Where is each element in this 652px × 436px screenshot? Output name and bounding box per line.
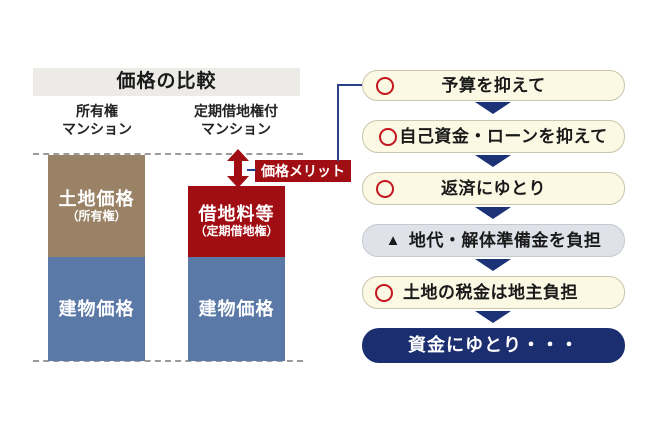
flow-step-label: 地代・解体準備金を負担 [408, 231, 602, 250]
flow-step-conclusion: 資金にゆとり・・・ [362, 328, 625, 363]
column-label-leasehold: 定期借地権付 マンション [166, 102, 306, 138]
flow-step-label: 返済にゆとり [441, 179, 546, 198]
circle-icon [376, 76, 394, 95]
bar-segment-sublabel: （定期借地権） [194, 224, 279, 238]
price-gap-arrow-icon [227, 149, 249, 188]
connector-line-vertical [337, 84, 339, 161]
flow-step-label: 資金にゆとり・・・ [408, 335, 579, 355]
column-label-line2: マンション [201, 121, 271, 137]
flow-step-repayment: 返済にゆとり [362, 172, 625, 205]
bar-segment-label: 土地価格 [58, 188, 135, 209]
chart-title: 価格の比較 [33, 68, 300, 96]
flow-step-ground-rent-burden: ▲ 地代・解体準備金を負担 [362, 224, 625, 257]
bar-segment-building-price-left: 建物価格 [48, 257, 145, 361]
bar-segment-land-price: 土地価格 （所有権） [48, 155, 145, 257]
bar-segment-building-price-right: 建物価格 [188, 257, 285, 361]
column-label-line1: 定期借地権付 [194, 103, 278, 119]
down-arrow-icon [475, 207, 511, 219]
bar-segment-label: 建物価格 [58, 299, 135, 319]
flow-step-land-tax: 土地の税金は地主負担 [362, 276, 625, 309]
baseline-bottom-dashed [33, 360, 303, 362]
connector-line-horizontal-short [247, 169, 256, 171]
baseline-top-dashed [33, 153, 303, 155]
down-arrow-icon [475, 155, 511, 167]
down-arrow-icon [475, 259, 511, 271]
column-label-line1: 所有権 [76, 103, 118, 119]
bar-segment-label: 建物価格 [198, 299, 275, 319]
column-label-line2: マンション [62, 121, 132, 137]
connector-line-horizontal-top [337, 84, 362, 86]
flow-step-own-funds-loan: 自己資金・ローンを抑えて [362, 120, 625, 153]
flow-step-budget: 予算を抑えて [362, 70, 625, 101]
arrow-head-up [227, 149, 249, 161]
circle-icon [375, 283, 393, 302]
circle-icon [376, 179, 394, 198]
bar-segment-label: 借地料等 [198, 204, 275, 224]
bar-segment-sublabel: （所有権） [66, 208, 127, 223]
down-arrow-icon [475, 102, 511, 114]
arrow-head-down [227, 176, 249, 188]
flow-step-label: 土地の税金は地主負担 [403, 283, 578, 302]
flow-step-label: 予算を抑えて [441, 76, 546, 95]
down-arrow-icon [475, 311, 511, 323]
triangle-icon: ▲ [385, 232, 401, 249]
price-merit-label: 価格メリット [255, 160, 351, 182]
arrow-shaft [234, 159, 242, 178]
column-label-ownership: 所有権 マンション [27, 102, 167, 138]
bar-segment-leasehold-fee: 借地料等 （定期借地権） [188, 186, 285, 257]
circle-icon [379, 127, 398, 146]
flow-step-label: 自己資金・ローンを抑えて [399, 127, 608, 146]
